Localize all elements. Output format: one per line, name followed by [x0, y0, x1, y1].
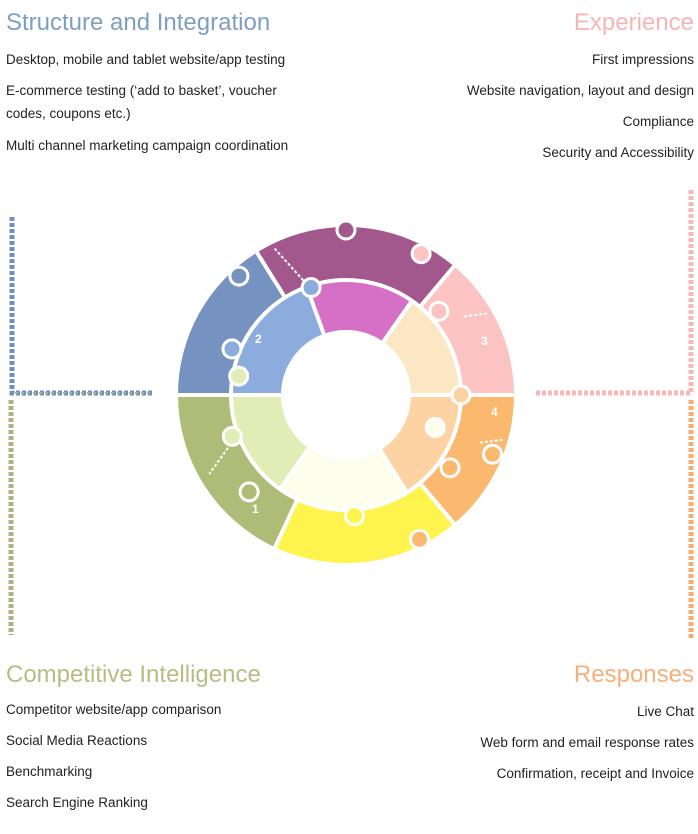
competitive-title: Competitive Intelligence — [6, 661, 261, 688]
inner-blue-piece — [231, 286, 324, 395]
connector-structure — [9, 217, 152, 396]
puzzle-knob-2 — [410, 243, 432, 265]
inner-purple-piece — [306, 280, 412, 342]
puzzle-knob-13 — [221, 338, 243, 360]
puzzle-knob-8 — [343, 505, 365, 527]
inner-cream-piece — [383, 300, 461, 395]
responses-item-1: Live Chat — [636, 704, 694, 719]
competitive-item-1: Competitor website/app comparison — [6, 702, 222, 717]
outer-yellow-piece — [275, 483, 454, 563]
outer-seam-4 — [418, 481, 457, 526]
inner-seam-4 — [378, 448, 409, 494]
ring-number-3: 3 — [481, 334, 488, 348]
responses-section: Responses Live Chat Web form and email r… — [364, 660, 694, 797]
structure-section: Structure and Integration Desktop, mobil… — [6, 8, 336, 169]
responses-title: Responses — [573, 661, 694, 688]
experience-item-3: Compliance — [622, 114, 694, 129]
experience-item-4: Security and Accessibility — [542, 145, 694, 160]
dash-accent-orange — [477, 438, 503, 444]
puzzle-ring — [177, 219, 515, 563]
puzzle-knob-3 — [428, 300, 450, 322]
ring-number-1: 1 — [252, 502, 259, 516]
experience-title: Experience — [573, 9, 694, 36]
dash-accent-blue — [273, 247, 306, 283]
puzzle-knob-6 — [439, 457, 461, 479]
experience-item-2: Website navigation, layout and design — [466, 83, 694, 98]
puzzle-knob-14 — [228, 365, 250, 387]
puzzle-knob-9 — [424, 416, 446, 438]
outer-olive-piece — [178, 395, 298, 548]
competitive-section: Competitive Intelligence Competitor webs… — [6, 660, 336, 826]
structure-title: Structure and Integration — [6, 9, 271, 36]
outer-orange-piece — [419, 395, 515, 524]
dash-accent-olive — [208, 443, 232, 475]
connector-experience — [536, 190, 694, 396]
ring-number-2: 2 — [255, 332, 262, 346]
structure-item-1: Desktop, mobile and tablet website/app t… — [6, 52, 286, 67]
dash-accent-pink — [461, 312, 488, 318]
outer-seam-5 — [272, 498, 300, 550]
inner-seam-2 — [381, 299, 414, 344]
experience-item-1: First impressions — [591, 52, 694, 67]
outer-pink-piece — [419, 266, 514, 395]
responses-item-2: Web form and email response rates — [480, 735, 694, 750]
connector-lines — [8, 190, 694, 640]
puzzle-knob-5 — [481, 443, 503, 465]
ring-numbers: 1 2 3 4 — [252, 332, 498, 516]
puzzle-knob-11 — [238, 481, 260, 503]
inner-lime-piece — [231, 395, 309, 490]
ring-number-4: 4 — [491, 405, 498, 419]
inner-ivory-piece — [280, 448, 407, 511]
puzzle-knob-10 — [221, 425, 243, 447]
responses-item-3: Confirmation, receipt and Invoice — [496, 766, 694, 781]
structure-item-2: E-commerce testing (‘add to basket’, vou… — [6, 83, 277, 121]
ring-center-hole — [281, 330, 411, 460]
outer-blue-piece — [178, 252, 286, 395]
puzzle-knob-12 — [228, 265, 250, 287]
outer-seam-1 — [254, 250, 287, 299]
outer-seam-2 — [418, 264, 457, 309]
puzzle-knob-1 — [335, 219, 357, 241]
experience-section: Experience First impressions Website nav… — [364, 8, 694, 176]
inner-seam-5 — [278, 446, 311, 491]
puzzle-knob-4 — [450, 384, 472, 406]
puzzle-knob-15 — [300, 277, 322, 299]
structure-item-3: Multi channel marketing campaign coordin… — [6, 138, 289, 153]
competitive-item-3: Benchmarking — [6, 764, 93, 779]
competitive-item-2: Social Media Reactions — [6, 733, 148, 748]
competitive-item-4: Search Engine Ranking — [6, 795, 148, 810]
puzzle-knob-7 — [409, 528, 431, 550]
